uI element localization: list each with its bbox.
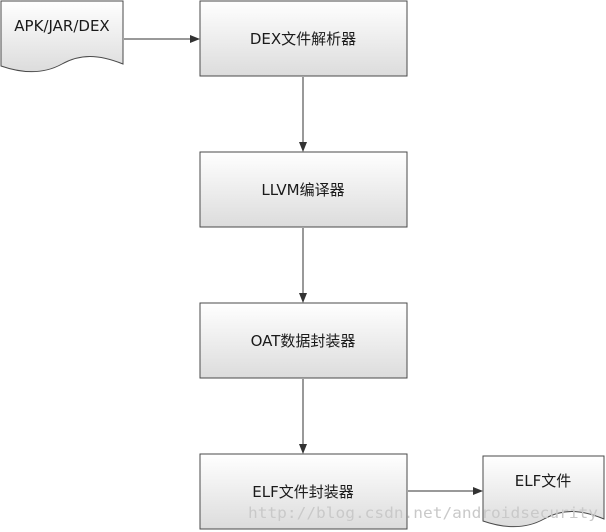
llvm-compiler-label: LLVM编译器 [261,181,344,199]
dex-parser-label: DEX文件解析器 [250,30,356,48]
elf-packager-label: ELF文件封装器 [252,483,353,501]
oat-packager-node: OAT数据封装器 [199,302,408,379]
llvm-compiler-node: LLVM编译器 [199,151,408,228]
input-document-label: APK/JAR/DEX [14,17,109,35]
dex-parser-node: DEX文件解析器 [199,0,408,77]
output-document-node: ELF文件 [482,455,605,528]
output-document-label: ELF文件 [515,472,571,490]
elf-packager-node: ELF文件封装器 [199,453,408,530]
input-document-node: APK/JAR/DEX [0,0,124,73]
oat-packager-label: OAT数据封装器 [251,332,356,350]
watermark-text: http://blog.csdn.net/androidsecurity [248,504,598,522]
